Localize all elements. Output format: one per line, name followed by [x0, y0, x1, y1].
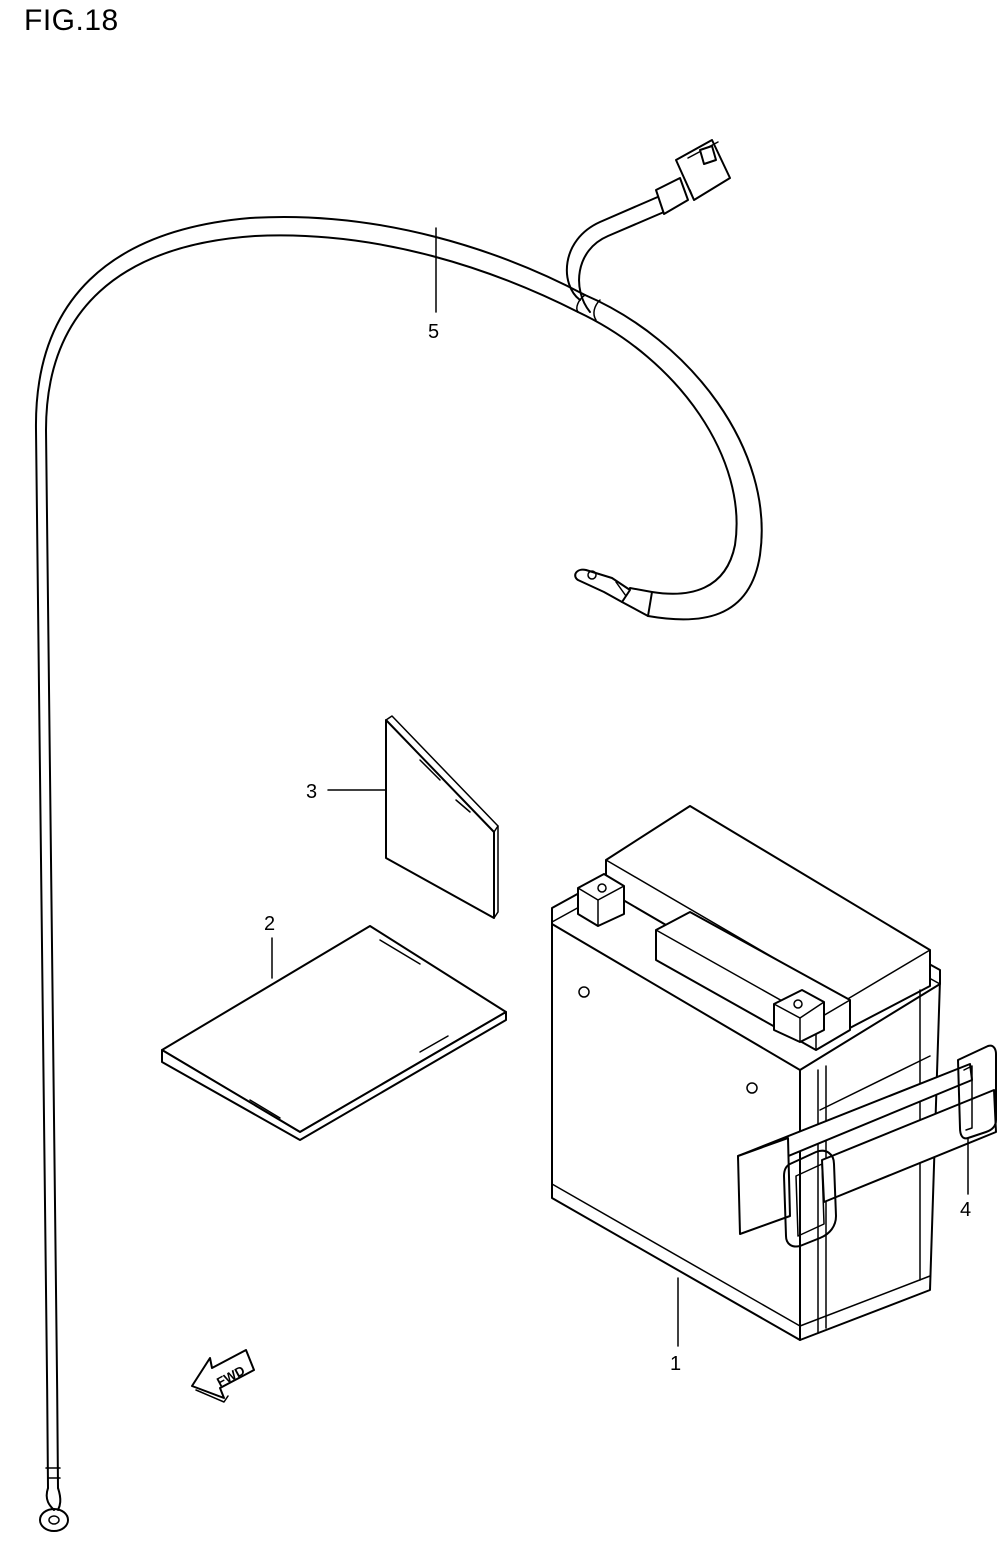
callout-1: 1	[670, 1353, 681, 1375]
fwd-marker: FWD	[191, 1349, 255, 1403]
wire-harness-icon	[34, 139, 763, 1532]
flat-pad-icon	[161, 925, 507, 1141]
terminal-lug-icon	[574, 568, 653, 617]
arrow-left-icon	[191, 1349, 255, 1399]
callout-5: 5	[428, 321, 439, 343]
connector-icon	[655, 139, 731, 215]
ring-terminal-icon	[39, 1467, 69, 1532]
figure-title: FIG.18	[24, 4, 119, 37]
plate-icon	[385, 715, 499, 919]
callout-3: 3	[306, 781, 317, 803]
battery-icon	[551, 805, 941, 1341]
callout-2: 2	[264, 913, 275, 935]
callout-4: 4	[960, 1199, 971, 1221]
strap-band-icon	[737, 1044, 997, 1248]
